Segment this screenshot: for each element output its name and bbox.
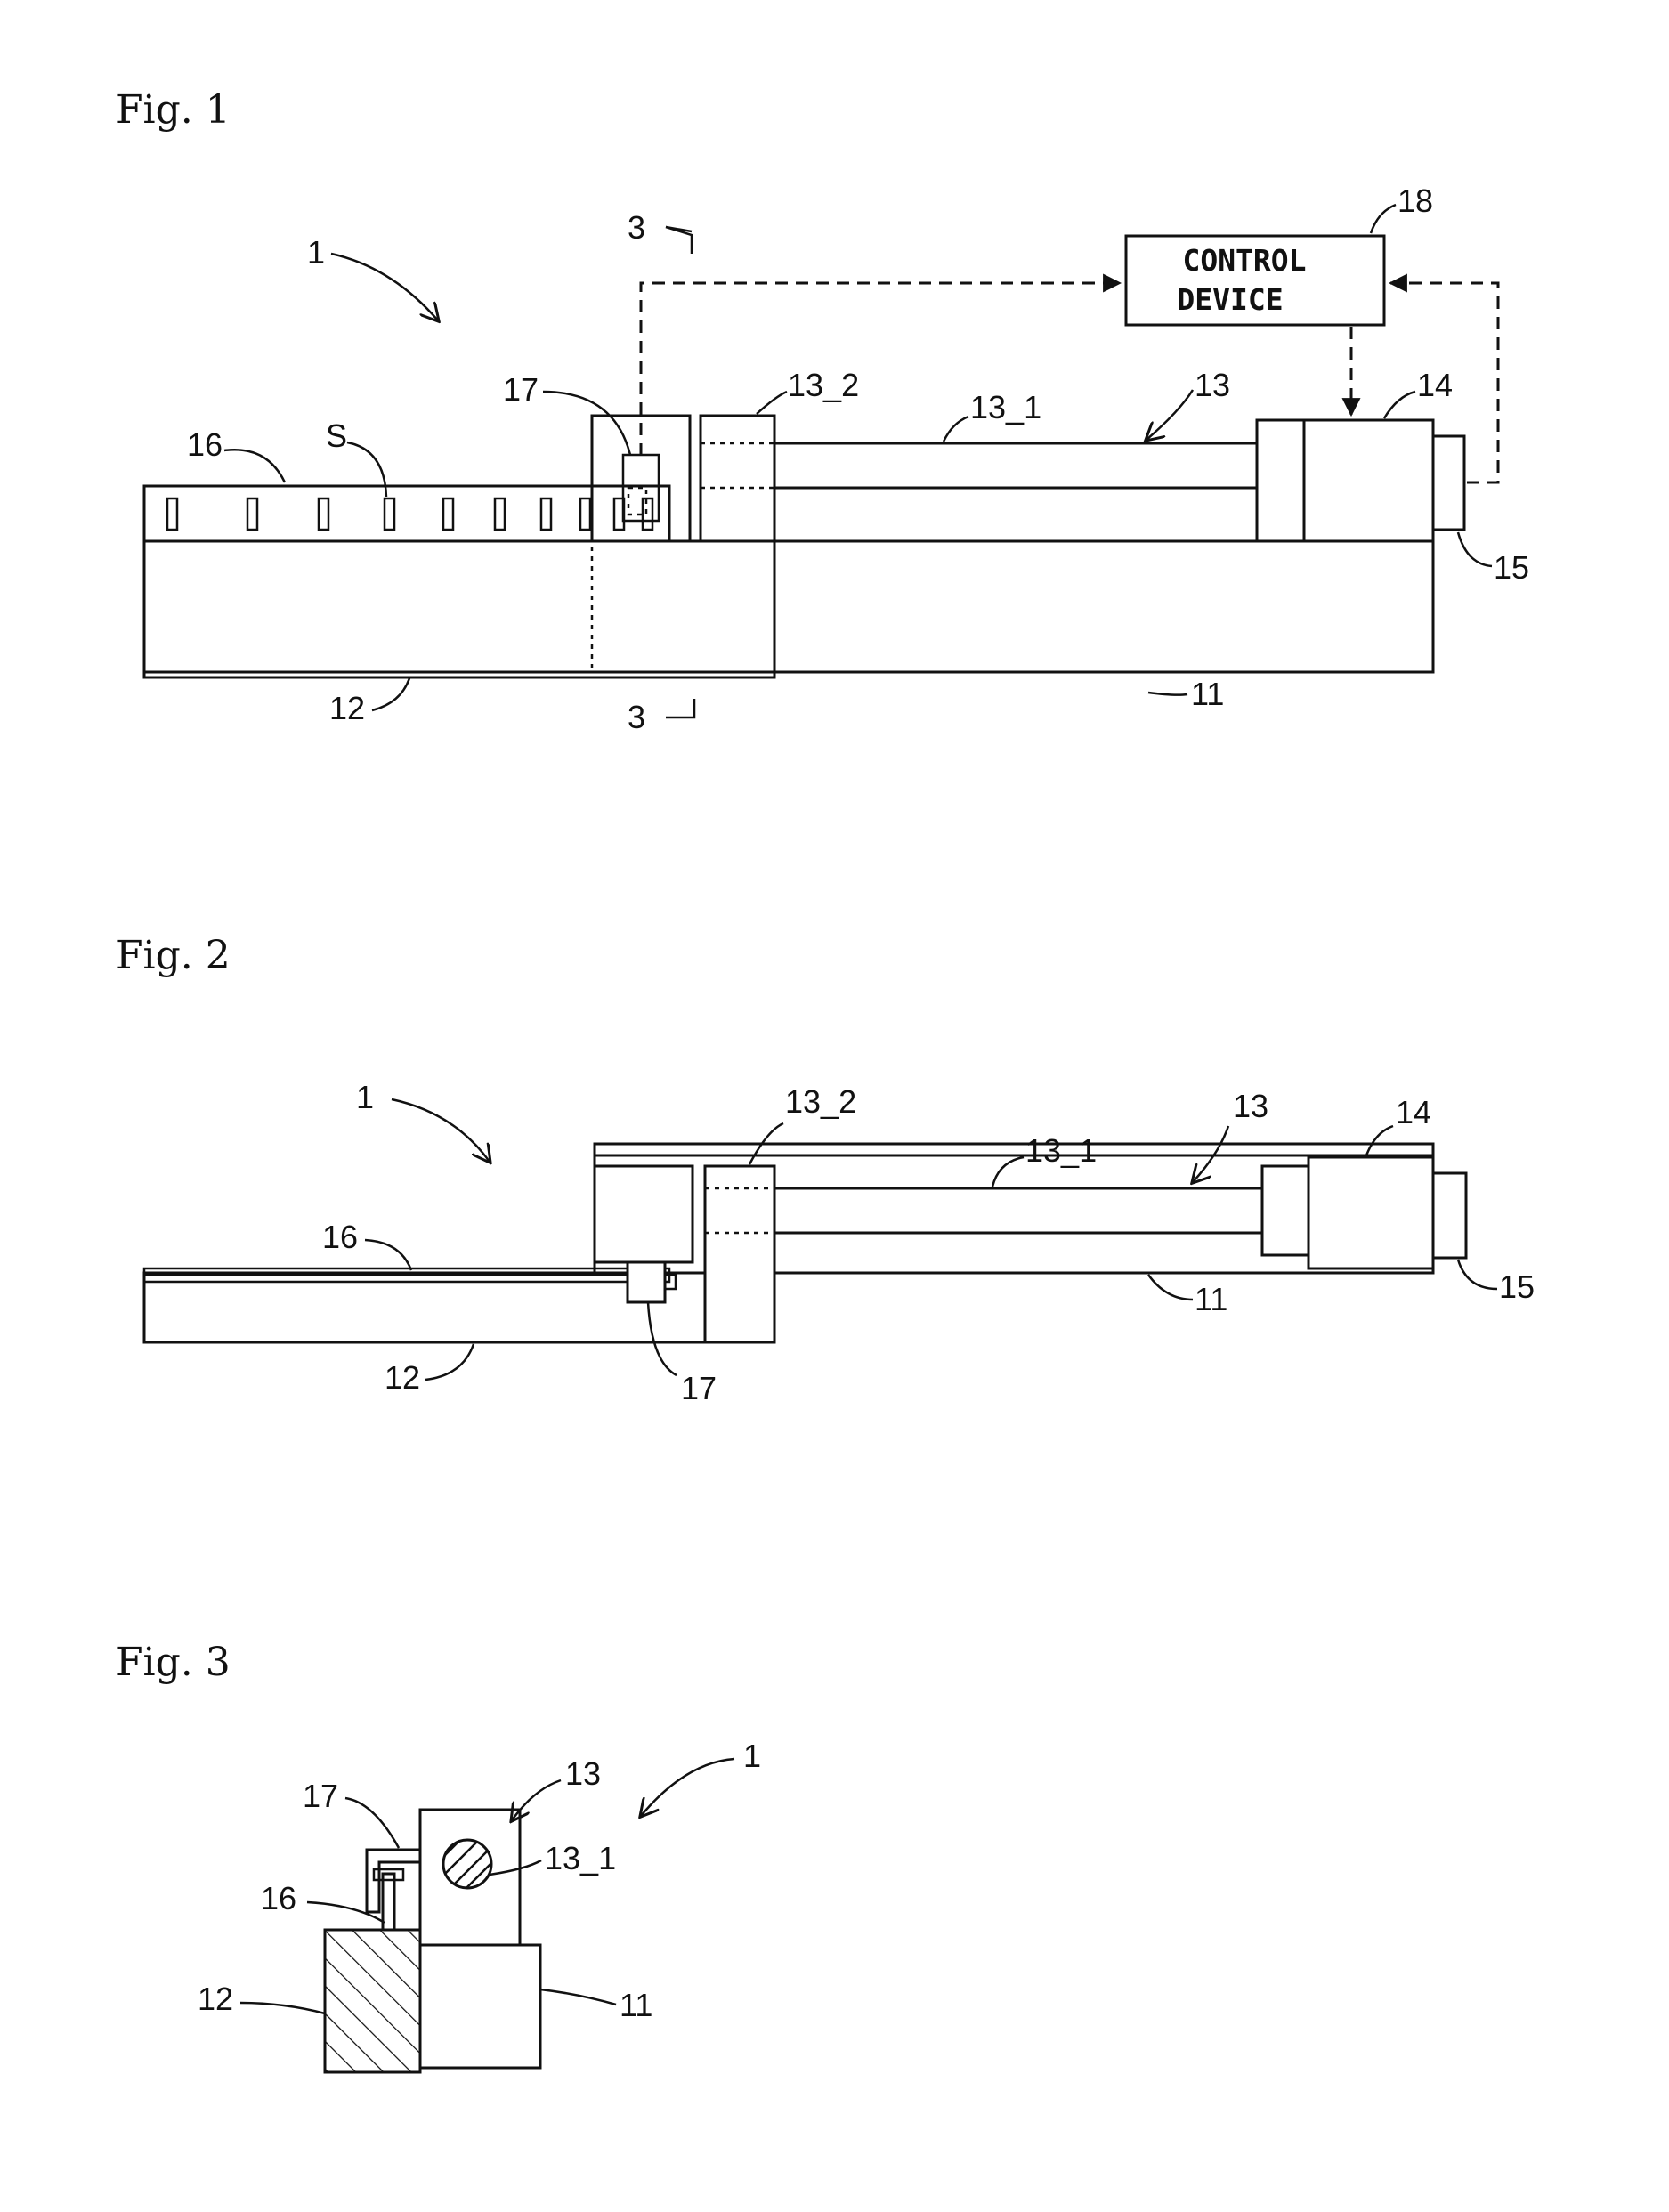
label-bed-2: 12: [385, 1359, 420, 1396]
label-scale: 16: [187, 426, 223, 463]
label-encoder-2: 15: [1499, 1268, 1535, 1305]
label-actuator-2: 13: [1233, 1088, 1268, 1124]
figure-3-title: Fig. 3: [116, 1640, 231, 1685]
sensor-17-side: [628, 1262, 665, 1302]
base-11: [144, 541, 1433, 672]
section-arrow-bottom: [666, 699, 694, 717]
label-slider: 13_2: [788, 367, 859, 403]
label-base-3: 11: [620, 1987, 652, 2023]
sensor-signal-line: [641, 283, 1120, 456]
label-scale-2: 16: [322, 1219, 358, 1255]
label-slider-2: 13_2: [785, 1083, 856, 1120]
label-encoder: 15: [1494, 549, 1529, 586]
figure-1: Fig. 1: [116, 87, 1529, 735]
coupling-side: [1262, 1166, 1308, 1255]
screw-13-1-section: [443, 1840, 491, 1888]
section-mark-bottom: 3: [628, 699, 645, 735]
section-mark-top: 3: [628, 209, 645, 246]
bed-12-section: [325, 1930, 420, 2072]
label-apparatus: 1: [307, 234, 325, 271]
label-screw-3: 13_1: [545, 1840, 616, 1876]
scale-slits: [167, 498, 652, 530]
figure-1-title: Fig. 1: [116, 87, 231, 133]
slider-13-2: [701, 416, 774, 541]
slider-13-2-side: [705, 1166, 774, 1342]
figure-3: Fig. 3 17 13 1 13_1 16 12 11: [116, 1640, 761, 2072]
label-motor: 14: [1417, 367, 1453, 403]
motor-14-side: [1308, 1157, 1433, 1268]
encoder-15-side: [1433, 1173, 1466, 1258]
figure-2-title: Fig. 2: [116, 933, 231, 978]
carriage-hidden-outline: [592, 541, 774, 672]
label-bed: 12: [329, 690, 365, 726]
label-control-device: 18: [1398, 182, 1433, 219]
label-slits: S: [326, 417, 347, 454]
section-arrow-top: [666, 227, 692, 254]
encoder-15: [1433, 436, 1464, 530]
sensor-carriage-side: [595, 1166, 693, 1262]
base-11-section: [420, 1945, 540, 2068]
label-actuator: 13: [1195, 367, 1230, 403]
label-apparatus-2: 1: [356, 1079, 374, 1115]
label-apparatus-3: 1: [743, 1738, 761, 1774]
label-sensor: 17: [503, 371, 539, 408]
label-screw-2: 13_1: [1025, 1132, 1097, 1169]
label-sensor-3: 17: [303, 1778, 338, 1814]
label-base-2: 11: [1195, 1281, 1227, 1317]
label-screw: 13_1: [970, 389, 1041, 425]
control-device-text-2: DEVICE: [1177, 282, 1283, 317]
bed-12-side: [144, 1273, 774, 1342]
control-device-text-1: CONTROL: [1182, 243, 1306, 278]
label-actuator-3: 13: [565, 1755, 601, 1792]
label-bed-3: 12: [198, 1981, 233, 2017]
label-motor-2: 14: [1396, 1094, 1431, 1130]
label-scale-3: 16: [261, 1880, 296, 1916]
label-base: 11: [1191, 676, 1224, 712]
motor-14: [1257, 420, 1433, 541]
bed-12: [144, 541, 774, 677]
figure-2: Fig. 2 1 13_2 13_1 13: [116, 933, 1535, 1406]
label-sensor-2: 17: [681, 1370, 717, 1406]
